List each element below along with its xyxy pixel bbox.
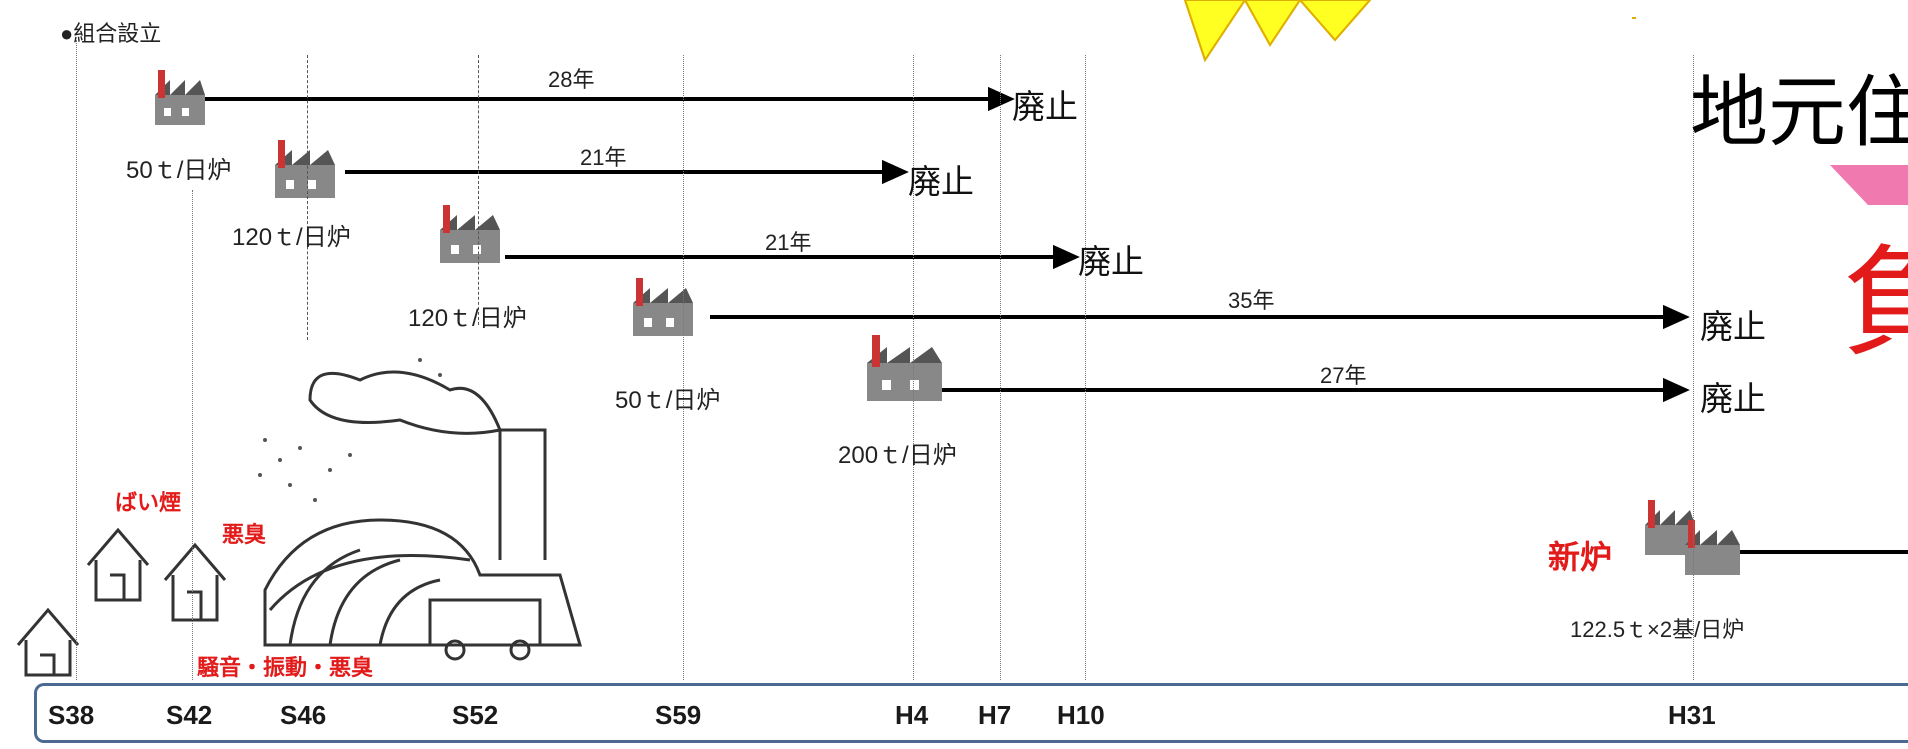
timeline-axis [34,683,1908,743]
plant-3-capacity: 120ｔ/日炉 [408,305,527,332]
factory-icons [155,70,1740,575]
tick-s59: S59 [655,700,702,730]
callout-red-char: 負 [1842,234,1908,373]
gridline-s52 [478,55,479,325]
plant-4-capacity: 50ｔ/日炉 [615,387,721,414]
callout-text: 地元住 [1690,68,1908,158]
tick-h31: H31 [1668,700,1716,730]
smoke-dots [258,358,442,502]
plant-2-end: 廃止 [908,162,974,201]
gridline-h7 [1000,55,1001,680]
pink-arrow-icon [1830,165,1908,205]
tick-h4: H4 [895,700,929,730]
plant-3-years: 21年 [765,230,812,255]
plant-1-end: 廃止 [1012,87,1078,126]
plant-4-years: 35年 [1228,288,1275,313]
plant-1-years: 28年 [548,67,595,92]
gridline-h31 [1693,55,1694,680]
tick-s42: S42 [166,700,213,730]
plant-1-capacity: 50ｔ/日炉 [126,157,232,184]
tick-s52: S52 [452,700,499,730]
plant-2-years: 21年 [580,145,627,170]
incinerator-sketch [263,370,582,661]
plant-4-end: 廃止 [1700,307,1766,346]
issue-smoke: ばい煙 [115,490,182,515]
gridline-h4 [913,55,914,680]
issue-odor: 悪臭 [222,522,267,547]
gridline-s42 [192,190,193,680]
tick-h7: H7 [978,700,1012,730]
starburst-edge [1184,0,1371,63]
issue-noise: 騒音・振動・悪臭 [197,655,374,680]
plant-5-capacity: 200ｔ/日炉 [838,442,957,469]
tick-s38: S38 [48,700,95,730]
plant-5-years: 27年 [1320,363,1367,388]
tick-h10: H10 [1057,700,1105,730]
gridline-s46 [307,55,308,340]
header-label: ●組合設立 [60,21,162,46]
tick-s46: S46 [280,700,327,730]
house-icons [16,527,227,677]
gridline-s59 [683,55,684,680]
gridline-s38 [76,40,77,680]
plant-5-end: 廃止 [1700,379,1766,418]
plant-2-capacity: 120ｔ/日炉 [232,224,351,251]
new-plant-capacity: 122.5ｔ×2基/日炉 [1570,617,1745,642]
gridline-h10 [1085,55,1086,680]
plant-3-end: 廃止 [1078,242,1144,281]
starburst-shape [1183,0,1372,63]
new-plant-label: 新炉 [1548,538,1613,576]
